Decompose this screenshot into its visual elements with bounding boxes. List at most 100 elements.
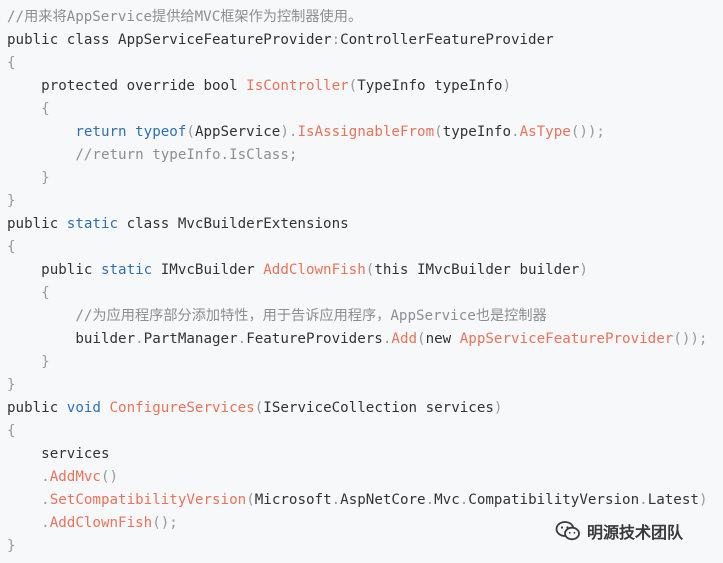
code-line: public class AppServiceFeatureProvider:C… [7,29,723,52]
code-token-method: AddMvc [49,469,101,485]
code-token-plain: public class AppServiceFeatureProvider [7,32,332,48]
code-token-punct: ) [502,78,511,94]
code-line: public static IMvcBuilder AddClownFish(t… [7,259,723,282]
code-line: } [7,190,723,213]
code-token-punct: ) [493,400,503,416]
code-token-punct: } [41,170,50,186]
code-token-punct: ( [365,262,375,278]
code-token-plain [7,101,41,117]
code-token-plain: ControllerFeatureProvider [340,32,554,48]
code-token-plain: Microsoft [254,492,332,508]
code-token-plain: AppService [194,124,281,140]
code-token-plain: builder [7,331,136,347]
code-line: .AddClownFish(); [7,512,723,535]
code-token-plain: Latest [647,492,699,508]
code-line: { [7,98,723,121]
code-line: { [7,236,723,259]
code-token-punct: ( [186,124,195,140]
code-token-plain [7,492,41,508]
code-token-plain: public [7,216,67,232]
code-line: builder.PartManager.FeatureProviders.Add… [7,328,723,351]
code-token-punct: . [459,492,469,508]
code-token-plain: AspNetCore [340,492,426,508]
code-token-plain: CompatibilityVersion [468,492,640,508]
code-token-method: Add [391,331,418,347]
code-token-punct: ( [254,400,264,416]
code-token-method: AddClownFish [263,262,366,278]
code-line: //用来将AppService提供给MVC框架作为控制器使用。 [7,6,723,29]
code-token-punct: . [639,492,648,508]
code-line: //return typeInfo.IsClass; [7,144,723,167]
code-token-method: SetCompatibilityVersion [49,492,247,508]
code-line: } [7,374,723,397]
code-token-plain [7,469,41,485]
code-token-plain: protected override bool [7,78,247,94]
code-token-punct: { [7,55,16,71]
watermark-text: 明源技术团队 [587,523,684,542]
code-token-plain: services [7,446,110,462]
watermark: 明源技术团队 [555,518,683,544]
code-token-punct: ) [698,492,708,508]
code-line: .SetCompatibilityVersion(Microsoft.AspNe… [7,489,723,512]
code-token-punct: } [7,538,16,554]
code-token-punct: . [41,492,50,508]
code-token-punct: : [331,32,341,48]
code-token-punct: (); [152,515,178,531]
code-token-plain: class MvcBuilderExtensions [118,216,349,232]
code-token-comment: //用来将AppService提供给MVC框架作为控制器使用。 [7,9,363,25]
code-line: } [7,535,723,558]
code-token-plain [7,354,41,370]
code-line: .AddMvc() [7,466,723,489]
code-token-plain: IMvcBuilder [152,262,264,278]
code-line: return typeof(AppService).IsAssignableFr… [7,121,723,144]
code-token-method: IsController [246,78,349,94]
code-token-plain [127,124,136,140]
code-token-punct: ). [280,124,298,140]
code-token-plain: new [425,331,460,347]
code-token-punct: } [7,377,16,393]
code-line: public void ConfigureServices(IServiceCo… [7,397,723,420]
code-token-comment: //return typeInfo.IsClass; [75,147,298,163]
code-token-punct: } [41,354,50,370]
code-token-punct: ) [579,262,588,278]
code-token-punct: ()); [570,124,605,140]
code-token-plain: public [7,400,67,416]
code-token-plain [7,147,75,163]
code-token-punct: . [382,331,392,347]
code-token-method: IsAssignableFrom [297,124,435,140]
code-token-punct: () [100,469,119,485]
code-token-punct: { [41,101,50,117]
code-line: //为应用程序部分添加特性，用于告诉应用程序，AppService也是控制器 [7,305,723,328]
code-token-punct: ()); [673,331,708,347]
code-line: } [7,167,723,190]
code-line: services [7,443,723,466]
code-token-punct: . [511,124,520,140]
code-token-method: AppServiceFeatureProvider [459,331,674,347]
code-token-plain: FeatureProviders [246,331,383,347]
code-token-plain [101,400,110,416]
code-token-keyword: static [66,216,119,232]
code-token-comment: //为应用程序部分添加特性，用于告诉应用程序，AppService也是控制器 [75,308,547,324]
code-line: { [7,420,723,443]
code-token-keyword: return [75,124,127,140]
code-token-punct: { [41,285,50,301]
code-token-punct: . [41,515,50,531]
code-token-punct: } [7,193,16,209]
code-line: public static class MvcBuilderExtensions [7,213,723,236]
code-token-method: ConfigureServices [109,400,255,416]
code-token-punct: ( [434,124,443,140]
code-line: { [7,52,723,75]
code-token-plain: TypeInfo typeInfo [357,78,503,94]
code-token-plain: this IMvcBuilder builder [374,262,580,278]
code-token-plain [7,285,41,301]
code-token-method: AddClownFish [49,515,153,531]
code-token-plain [7,308,75,324]
code-line: } [7,351,723,374]
code-token-punct: . [135,331,144,347]
wechat-icon [555,521,580,541]
code-token-punct: ( [246,492,255,508]
code-token-punct: ( [348,78,358,94]
code-token-punct: . [331,492,341,508]
code-token-punct: . [41,469,50,485]
